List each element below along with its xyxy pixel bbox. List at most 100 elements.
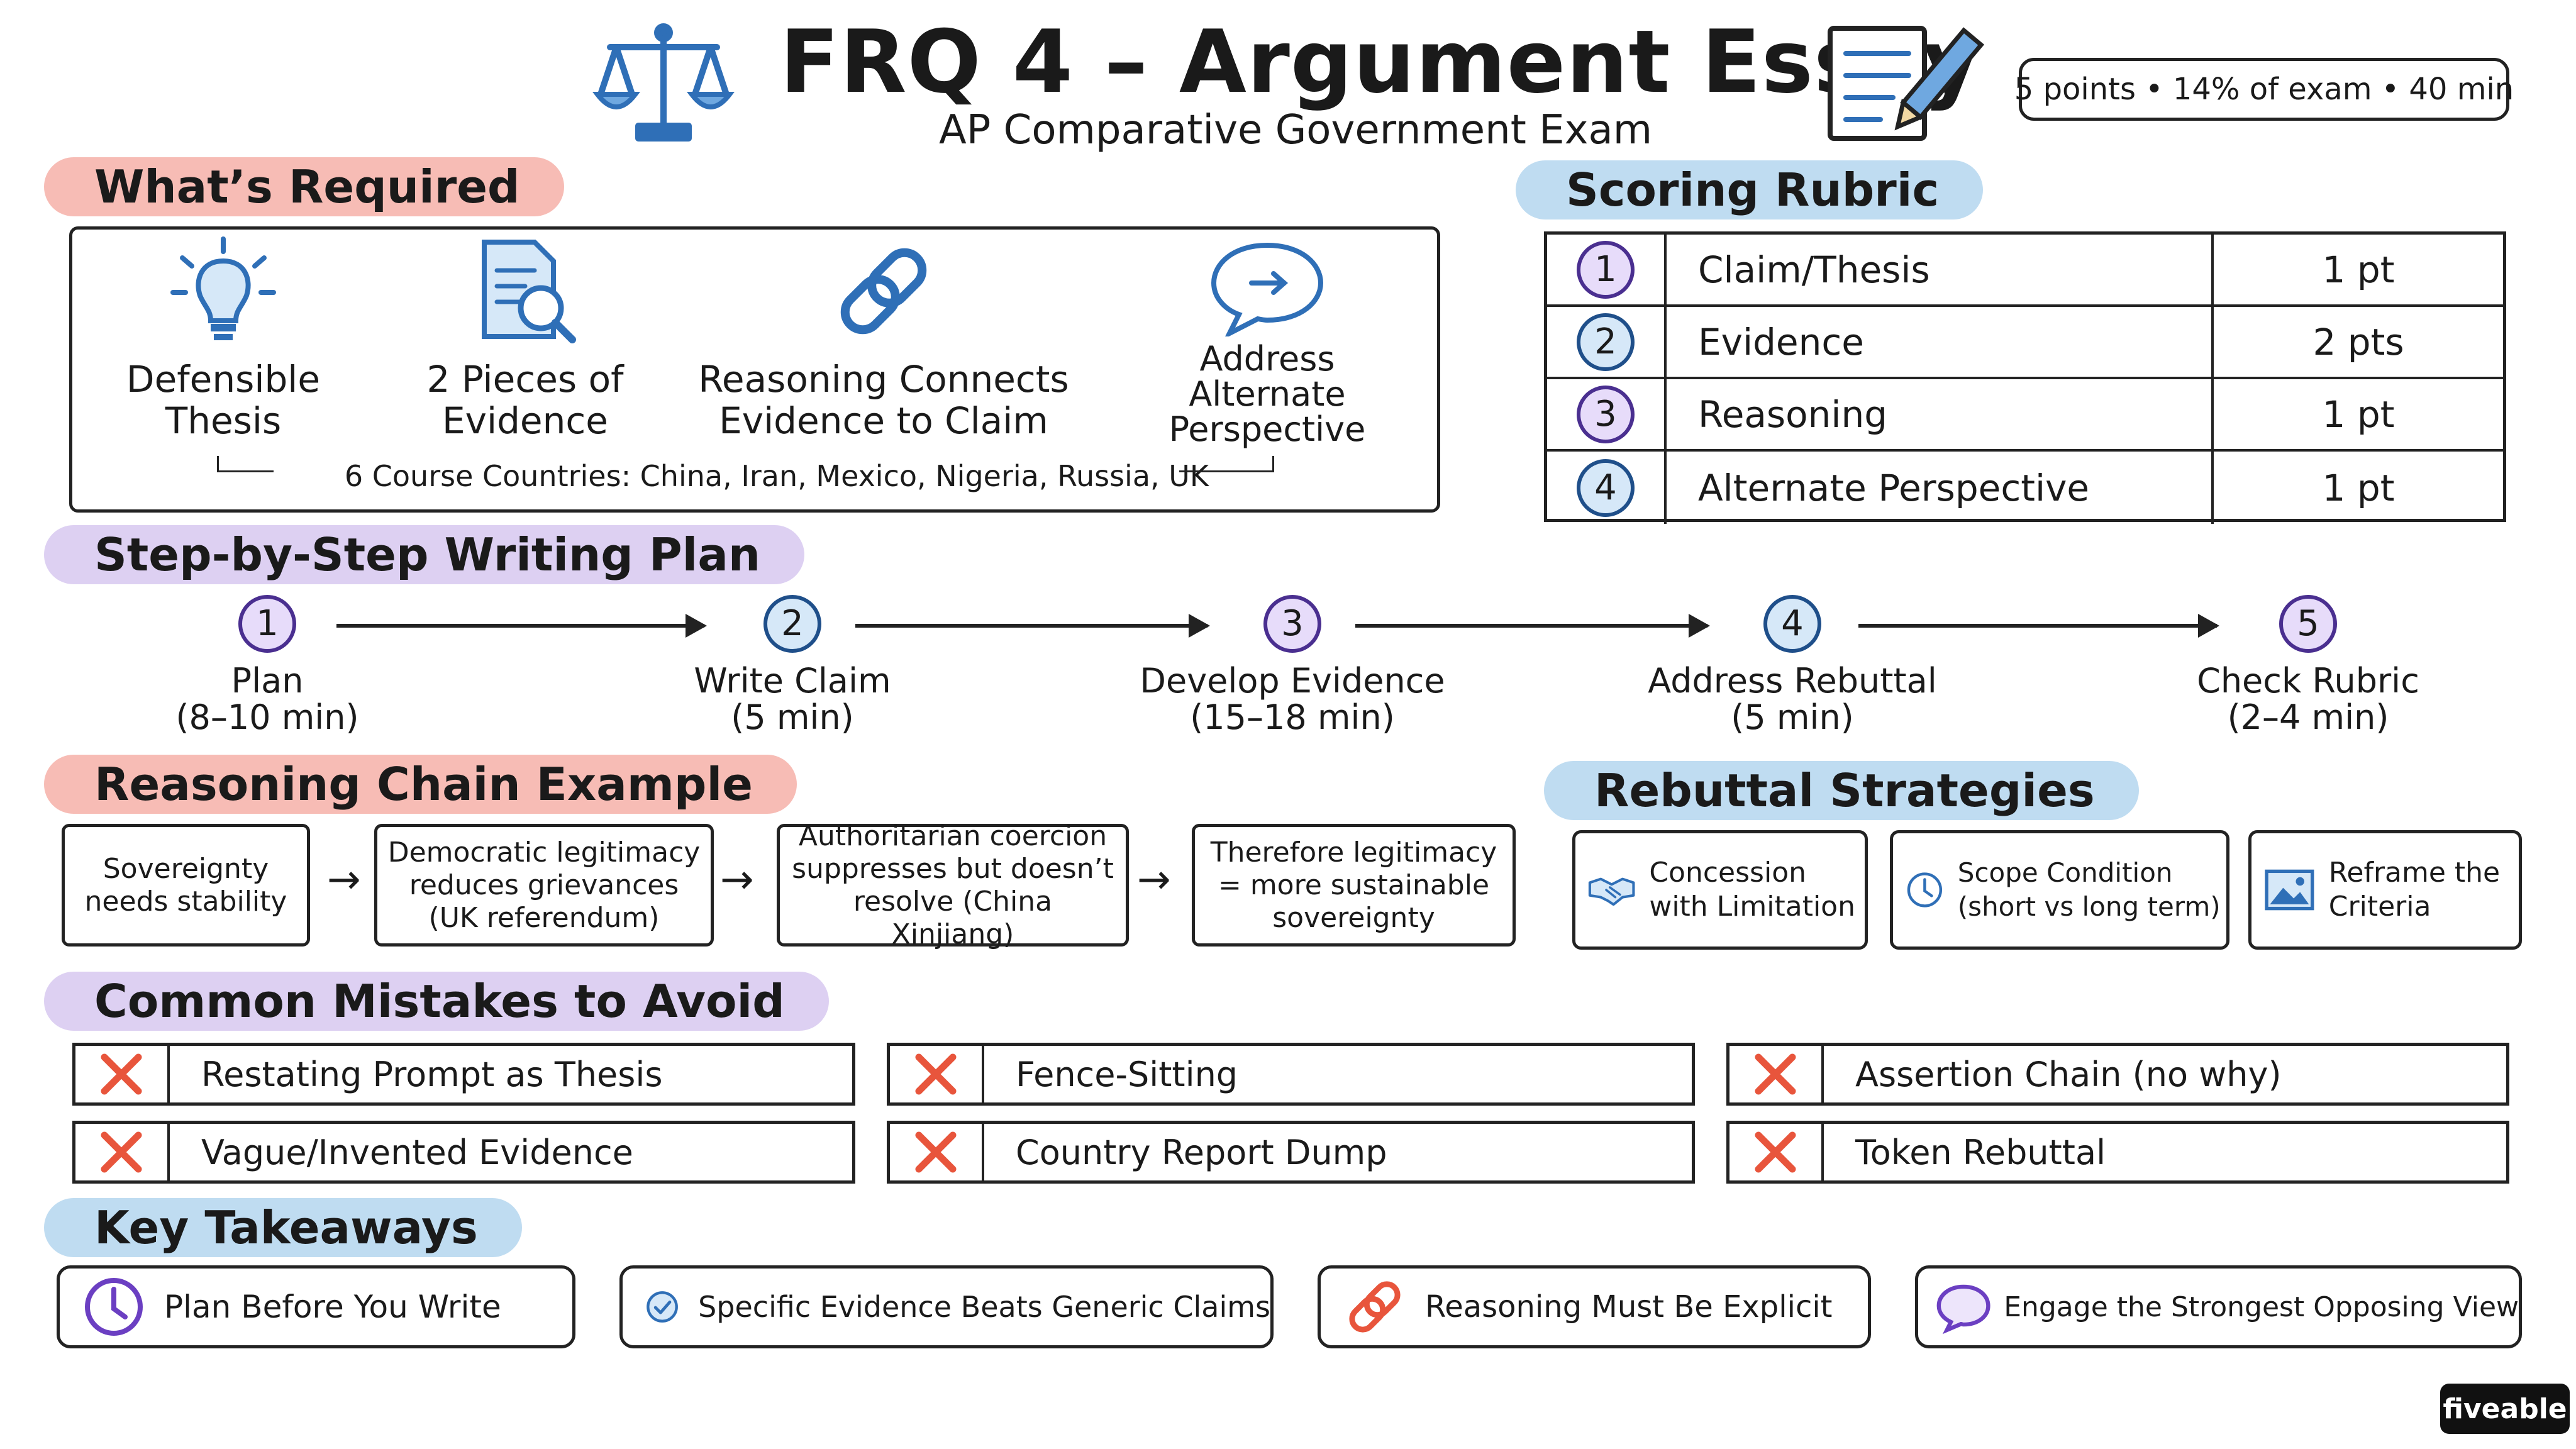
plan-step-1: 1 Plan (8–10 min) (91, 595, 443, 736)
section-heading-chain: Reasoning Chain Example (44, 755, 797, 814)
rubric-points: 1 pt (2322, 248, 2395, 291)
section-heading-required: What’s Required (44, 157, 564, 216)
takeaway-item: Plan Before You Write (57, 1265, 575, 1348)
document-search-icon (482, 240, 576, 343)
step-label: Address Rebuttal (1648, 661, 1937, 701)
x-mark-icon (75, 1124, 170, 1180)
chain-box-2: Democratic legitimacy reduces grievances… (374, 824, 714, 947)
rubric-row: 4 Alternate Perspective 1 pt (1547, 452, 2503, 524)
section-heading-rubric: Scoring Rubric (1516, 160, 1984, 219)
step-label: Develop Evidence (1140, 661, 1445, 701)
step-arrow (1355, 614, 1710, 638)
page-subtitle: AP Comparative Government Exam (938, 107, 1653, 153)
required-item-evidence: 2 Pieces of Evidence (399, 236, 651, 441)
clock-icon (1907, 872, 1943, 908)
rebuttal-concession: Concession with Limitation (1572, 830, 1868, 950)
rubric-points: 1 pt (2322, 466, 2395, 509)
plan-step-5: 5 Check Rubric (2–4 min) (2132, 595, 2484, 736)
rubric-row: 2 Evidence 2 pts (1547, 307, 2503, 379)
x-mark-icon (890, 1124, 984, 1180)
section-heading-takeaways: Key Takeaways (44, 1198, 522, 1257)
chain-arrow-icon: → (720, 857, 754, 903)
step-time: (15–18 min) (1190, 697, 1395, 737)
mistake-item: Fence-Sitting (887, 1043, 1695, 1106)
step-number: 5 (2279, 595, 2337, 653)
rubric-number: 3 (1577, 385, 1635, 443)
step-label: Plan (231, 661, 304, 701)
rubric-row: 1 Claim/Thesis 1 pt (1547, 235, 2503, 307)
section-heading-rebuttal: Rebuttal Strategies (1544, 761, 2139, 820)
chain-arrow-icon: → (1137, 857, 1171, 903)
section-heading-plan: Step-by-Step Writing Plan (44, 525, 805, 584)
rubric-label: Alternate Perspective (1667, 452, 2214, 524)
step-number: 2 (763, 595, 821, 653)
chain-arrow-icon: → (327, 857, 361, 903)
handshake-icon (1588, 877, 1635, 906)
section-heading-mistakes: Common Mistakes to Avoid (44, 972, 829, 1031)
rubric-points: 2 pts (2312, 320, 2404, 364)
mistake-label: Assertion Chain (no why) (1855, 1054, 2282, 1094)
rebuttal-label: Scope Condition (short vs long term) (1957, 857, 2221, 922)
bracket-right-tick (1272, 456, 1274, 472)
mistake-label: Country Report Dump (1016, 1132, 1387, 1172)
rubric-number: 1 (1577, 240, 1635, 299)
step-label: Write Claim (694, 661, 891, 701)
step-time: (5 min) (731, 697, 854, 737)
required-label-thesis: Defensible Thesis (126, 358, 321, 442)
rebuttal-label: Reframe the Criteria (2328, 857, 2501, 923)
speech-bubble-arrow-icon (1211, 242, 1324, 336)
required-item-thesis: Defensible Thesis (110, 236, 336, 441)
chain-link-icon (840, 248, 927, 335)
lightbulb-icon (170, 236, 276, 340)
required-label-reasoning: Reasoning Connects Evidence to Claim (698, 358, 1069, 442)
rubric-number: 2 (1577, 313, 1635, 371)
rubric-label: Evidence (1667, 307, 2214, 377)
step-time: (8–10 min) (175, 697, 359, 737)
takeaway-label: Specific Evidence Beats Generic Claims (698, 1290, 1270, 1324)
step-number: 4 (1763, 595, 1821, 653)
mistake-label: Fence-Sitting (1016, 1054, 1238, 1094)
x-mark-icon (1729, 1046, 1824, 1102)
bracket-left-tick (217, 456, 219, 472)
takeaway-item: Specific Evidence Beats Generic Claims (619, 1265, 1274, 1348)
x-mark-icon (890, 1046, 984, 1102)
takeaway-item: Reasoning Must Be Explicit (1318, 1265, 1871, 1348)
picture-frame-icon (2265, 869, 2314, 911)
takeaway-label: Plan Before You Write (164, 1289, 501, 1325)
chain-box-4: Therefore legitimacy = more sustainable … (1192, 824, 1516, 947)
mistake-label: Token Rebuttal (1855, 1132, 2106, 1172)
mistake-item: Restating Prompt as Thesis (72, 1043, 855, 1106)
step-arrow (855, 614, 1210, 638)
bracket-left (217, 470, 274, 472)
required-panel: Defensible Thesis 2 Pieces of Evidence R… (69, 226, 1440, 513)
rebuttal-reframe: Reframe the Criteria (2248, 830, 2522, 950)
clock-icon (85, 1278, 143, 1336)
mistake-item: Vague/Invented Evidence (72, 1121, 855, 1184)
required-label-alternate: Address Alternate Perspective (1169, 339, 1366, 449)
mistake-label: Restating Prompt as Thesis (201, 1054, 663, 1094)
rubric-label: Reasoning (1667, 379, 2214, 449)
course-countries: 6 Course Countries: China, Iran, Mexico,… (344, 459, 1209, 493)
mistake-item: Country Report Dump (887, 1121, 1695, 1184)
notepad-pencil-icon (1824, 19, 1994, 145)
step-arrow (1858, 614, 2219, 638)
rubric-label: Claim/Thesis (1667, 235, 2214, 304)
plan-step-3: 3 Develop Evidence (15–18 min) (1116, 595, 1468, 736)
step-label: Check Rubric (2197, 661, 2419, 701)
rebuttal-scope: Scope Condition (short vs long term) (1890, 830, 2229, 950)
rubric-row: 3 Reasoning 1 pt (1547, 379, 2503, 452)
required-label-evidence: 2 Pieces of Evidence (426, 358, 624, 442)
required-item-alternate: Address Alternate Perspective (1141, 236, 1393, 447)
chain-box-1: Sovereignty needs stability (62, 824, 310, 947)
checkmark-circle-icon (647, 1291, 678, 1323)
bracket-right (1179, 470, 1274, 472)
step-arrow (336, 614, 707, 638)
mistake-item: Token Rebuttal (1726, 1121, 2509, 1184)
exam-info-badge: 5 points • 14% of exam • 40 min (2014, 58, 2514, 121)
scale-icon (591, 19, 736, 145)
x-mark-icon (75, 1046, 170, 1102)
x-mark-icon (1729, 1124, 1824, 1180)
plan-step-2: 2 Write Claim (5 min) (616, 595, 969, 736)
rubric-number: 4 (1577, 458, 1635, 517)
plan-step-4: 4 Address Rebuttal (5 min) (1616, 595, 1968, 736)
